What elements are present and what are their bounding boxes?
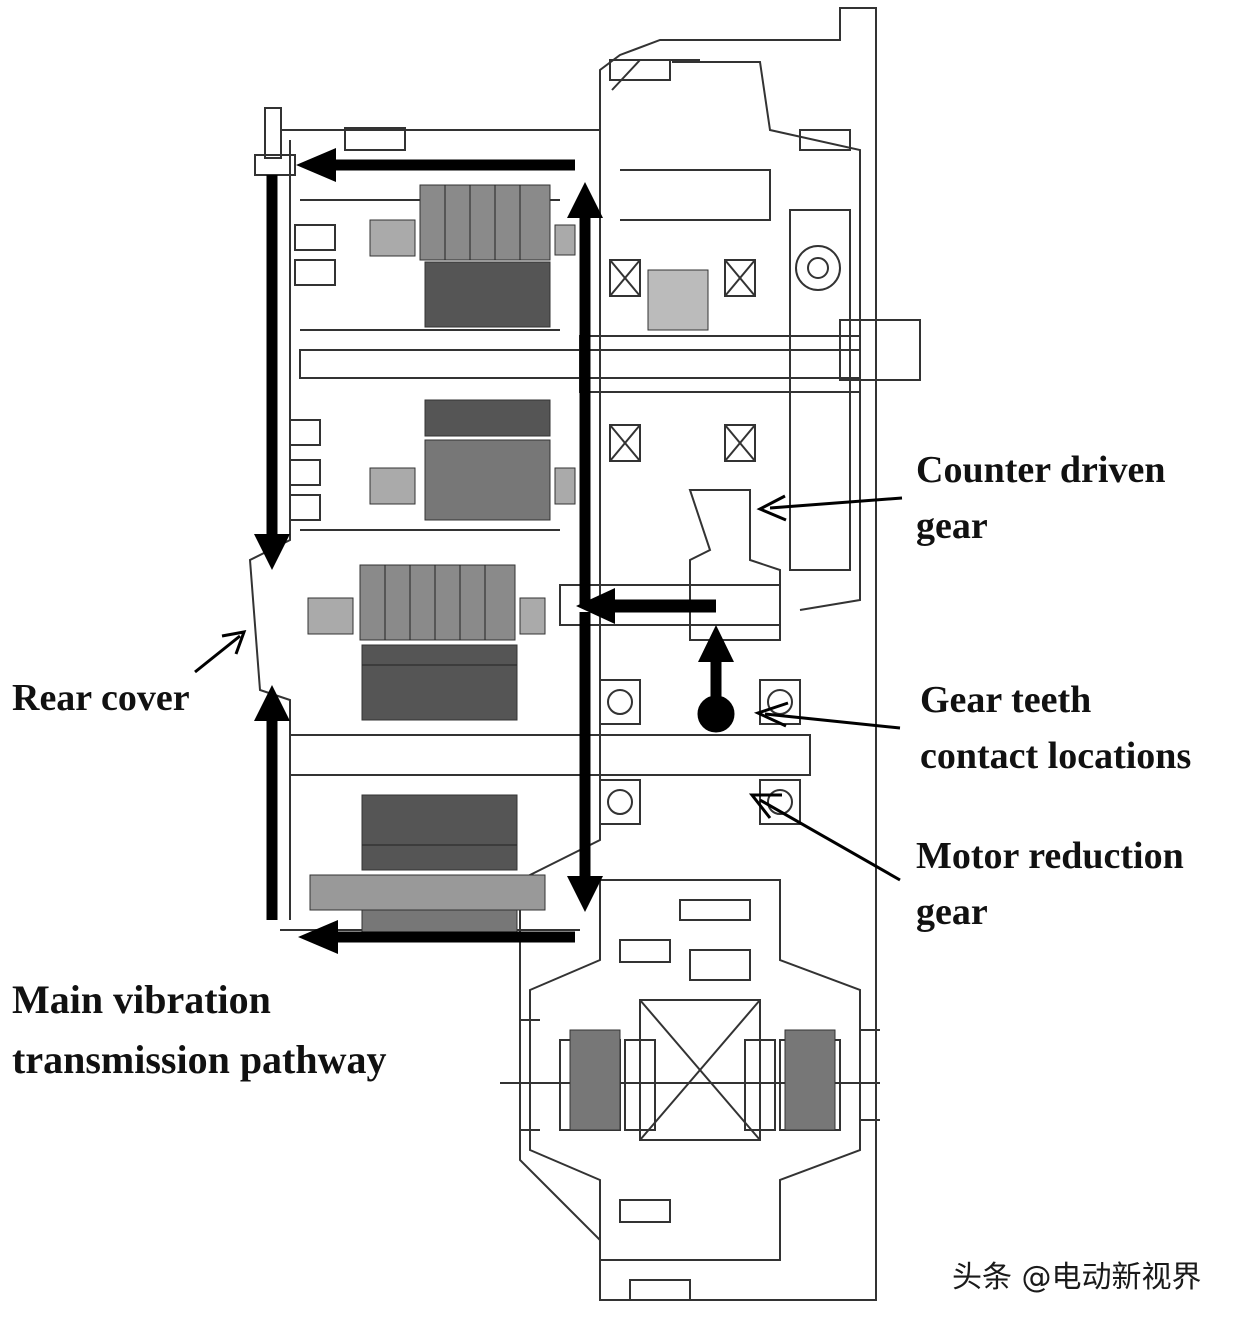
label-motor-reduction-gear: Motor reduction gear	[916, 835, 1184, 933]
arrow-head-center-up	[567, 182, 603, 218]
leader-rear-cover	[194, 634, 241, 674]
leader-gear-teeth-head	[753, 701, 789, 728]
leader-rear-cover-head	[221, 630, 247, 655]
watermark: 头条 @电动新视界	[952, 1260, 1202, 1295]
label-counter-driven-gear: Counter driven gear	[916, 449, 1166, 547]
vibration-arrows	[254, 148, 735, 954]
motor-cores	[307, 184, 836, 1131]
arrow-head-left-up	[254, 685, 290, 721]
leader-lines	[194, 494, 903, 882]
arrow-head-gear-up	[698, 625, 734, 662]
arrow-head-bottom	[298, 920, 338, 954]
arrow-head-gear-left	[576, 588, 615, 624]
label-main-vibration-pathway: Main vibration transmission pathway	[12, 977, 387, 1082]
label-gear-teeth-contact: Gear teeth contact locations	[920, 679, 1192, 777]
arrow-head-center-down	[567, 876, 603, 912]
leader-counter-driven-head	[756, 494, 787, 522]
leader-motor-reduction-head	[748, 793, 782, 819]
leader-motor-reduction	[759, 798, 901, 882]
leader-counter-driven	[769, 496, 903, 510]
leader-gear-teeth	[764, 712, 901, 730]
label-rear-cover: Rear cover	[12, 677, 190, 719]
arrow-head-left-down	[254, 534, 290, 570]
arrow-head-top	[296, 148, 336, 182]
gear-contact-dot	[697, 695, 735, 733]
